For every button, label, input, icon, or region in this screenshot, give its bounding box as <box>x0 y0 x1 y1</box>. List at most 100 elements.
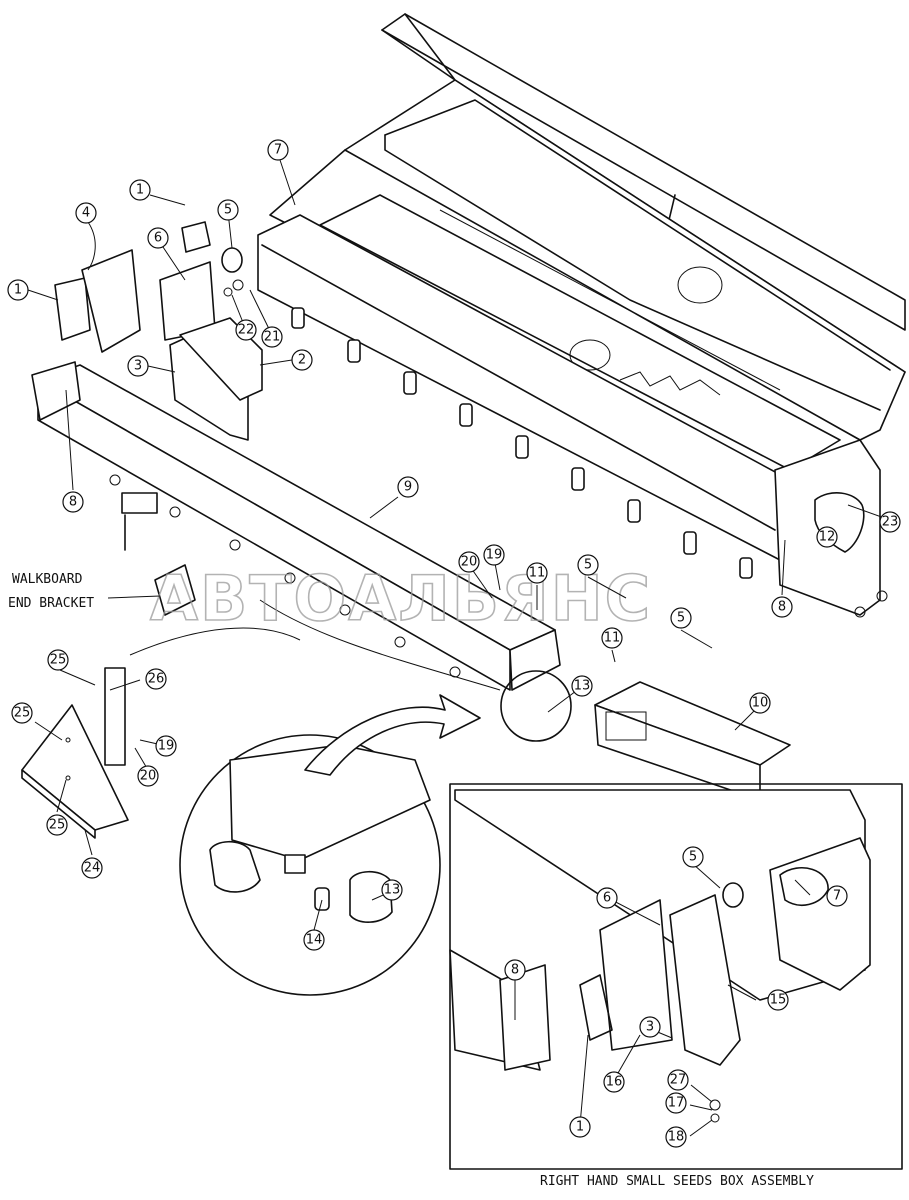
callout-16: 16 <box>603 1071 625 1093</box>
svg-text:15: 15 <box>770 993 787 1008</box>
svg-text:26: 26 <box>148 672 165 687</box>
callout-14: 14 <box>303 929 325 951</box>
callout-7: 7 <box>826 885 848 907</box>
callout-5: 5 <box>670 607 692 629</box>
svg-text:18: 18 <box>668 1130 685 1145</box>
callout-5: 5 <box>682 846 704 868</box>
callout-11: 11 <box>526 562 548 584</box>
inset-frame <box>449 783 903 1170</box>
svg-text:22: 22 <box>238 323 255 338</box>
svg-text:8: 8 <box>511 963 519 978</box>
watermark-text: АВТОАЛЬЯНС <box>150 562 652 635</box>
assembly-caption: RIGHT HAND SMALL SEEDS BOX ASSEMBLY <box>540 1174 814 1189</box>
callout-10: 10 <box>749 692 771 714</box>
callout-2: 2 <box>291 349 313 371</box>
walkboard-side <box>37 379 511 691</box>
seed-cups <box>291 307 753 579</box>
callout-25: 25 <box>11 702 33 724</box>
svg-text:11: 11 <box>529 566 546 581</box>
callout-17: 17 <box>665 1092 687 1114</box>
callout-9: 9 <box>397 476 419 498</box>
box-lid <box>381 13 906 331</box>
svg-text:5: 5 <box>677 611 685 626</box>
callout-24: 24 <box>81 857 103 879</box>
svg-text:16: 16 <box>606 1075 623 1090</box>
svg-text:27: 27 <box>670 1073 687 1088</box>
detail-arrow <box>304 694 481 776</box>
svg-text:19: 19 <box>486 548 503 563</box>
callout-1: 1 <box>569 1116 591 1138</box>
callout-13: 13 <box>571 675 593 697</box>
inset-assembly <box>449 783 903 1170</box>
svg-text:11: 11 <box>604 631 621 646</box>
walkboard <box>31 361 561 691</box>
svg-text:13: 13 <box>574 679 591 694</box>
callout-25: 25 <box>46 814 68 836</box>
svg-text:3: 3 <box>134 359 142 374</box>
svg-text:9: 9 <box>404 480 412 495</box>
svg-text:23: 23 <box>882 515 899 530</box>
svg-text:5: 5 <box>584 558 592 573</box>
inset-shield-15 <box>669 894 741 1066</box>
svg-text:21: 21 <box>264 330 281 345</box>
svg-text:2: 2 <box>298 353 306 368</box>
callout-8: 8 <box>771 596 793 618</box>
callout-8: 8 <box>504 959 526 981</box>
callout-27: 27 <box>667 1069 689 1091</box>
svg-text:13: 13 <box>384 883 401 898</box>
callout-3: 3 <box>639 1016 661 1038</box>
smv-emblem <box>21 667 129 839</box>
handle-1 <box>54 277 91 341</box>
svg-text:20: 20 <box>461 555 478 570</box>
svg-text:1: 1 <box>576 1120 584 1135</box>
callout-12: 12 <box>816 526 838 548</box>
callout-18: 18 <box>665 1126 687 1148</box>
callout-5: 5 <box>577 554 599 576</box>
callout-8: 8 <box>62 491 84 513</box>
svg-text:10: 10 <box>752 696 769 711</box>
callout-5: 5 <box>217 199 239 221</box>
walkboard-bolts <box>109 474 461 678</box>
svg-text:1: 1 <box>14 283 22 298</box>
callout-25: 25 <box>47 649 69 671</box>
svg-text:4: 4 <box>82 206 90 221</box>
inset-handle-1 <box>579 974 613 1041</box>
svg-text:17: 17 <box>668 1096 685 1111</box>
walkboard-end-bracket <box>154 564 196 616</box>
svg-text:7: 7 <box>833 889 841 904</box>
callout-6: 6 <box>596 887 618 909</box>
walkboard-label-line2: END BRACKET <box>8 596 94 611</box>
svg-text:25: 25 <box>49 818 66 833</box>
callout-7: 7 <box>267 139 289 161</box>
svg-text:1: 1 <box>136 183 144 198</box>
callout-13: 13 <box>381 879 403 901</box>
callout-20: 20 <box>137 765 159 787</box>
svg-text:20: 20 <box>140 769 157 784</box>
shield-4 <box>81 249 141 353</box>
callout-1: 1 <box>129 179 151 201</box>
callout-23: 23 <box>879 511 901 533</box>
svg-text:5: 5 <box>224 203 232 218</box>
svg-text:6: 6 <box>603 891 611 906</box>
svg-text:8: 8 <box>69 495 77 510</box>
svg-text:5: 5 <box>689 850 697 865</box>
svg-text:8: 8 <box>778 600 786 615</box>
svg-text:14: 14 <box>306 933 323 948</box>
walkboard-label-line1: WALKBOARD <box>12 572 83 587</box>
svg-text:25: 25 <box>50 653 67 668</box>
callout-4: 4 <box>75 202 97 224</box>
callout-6: 6 <box>147 227 169 249</box>
emblem-bracket-26 <box>104 667 126 766</box>
callout-21: 21 <box>261 326 283 348</box>
spacer-5 <box>221 247 243 273</box>
svg-text:3: 3 <box>646 1020 654 1035</box>
callout-20: 20 <box>458 551 480 573</box>
svg-text:7: 7 <box>274 143 282 158</box>
svg-text:25: 25 <box>14 706 31 721</box>
svg-text:24: 24 <box>84 861 101 876</box>
callout-19: 19 <box>155 735 177 757</box>
callout-3: 3 <box>127 355 149 377</box>
callout-26: 26 <box>145 668 167 690</box>
